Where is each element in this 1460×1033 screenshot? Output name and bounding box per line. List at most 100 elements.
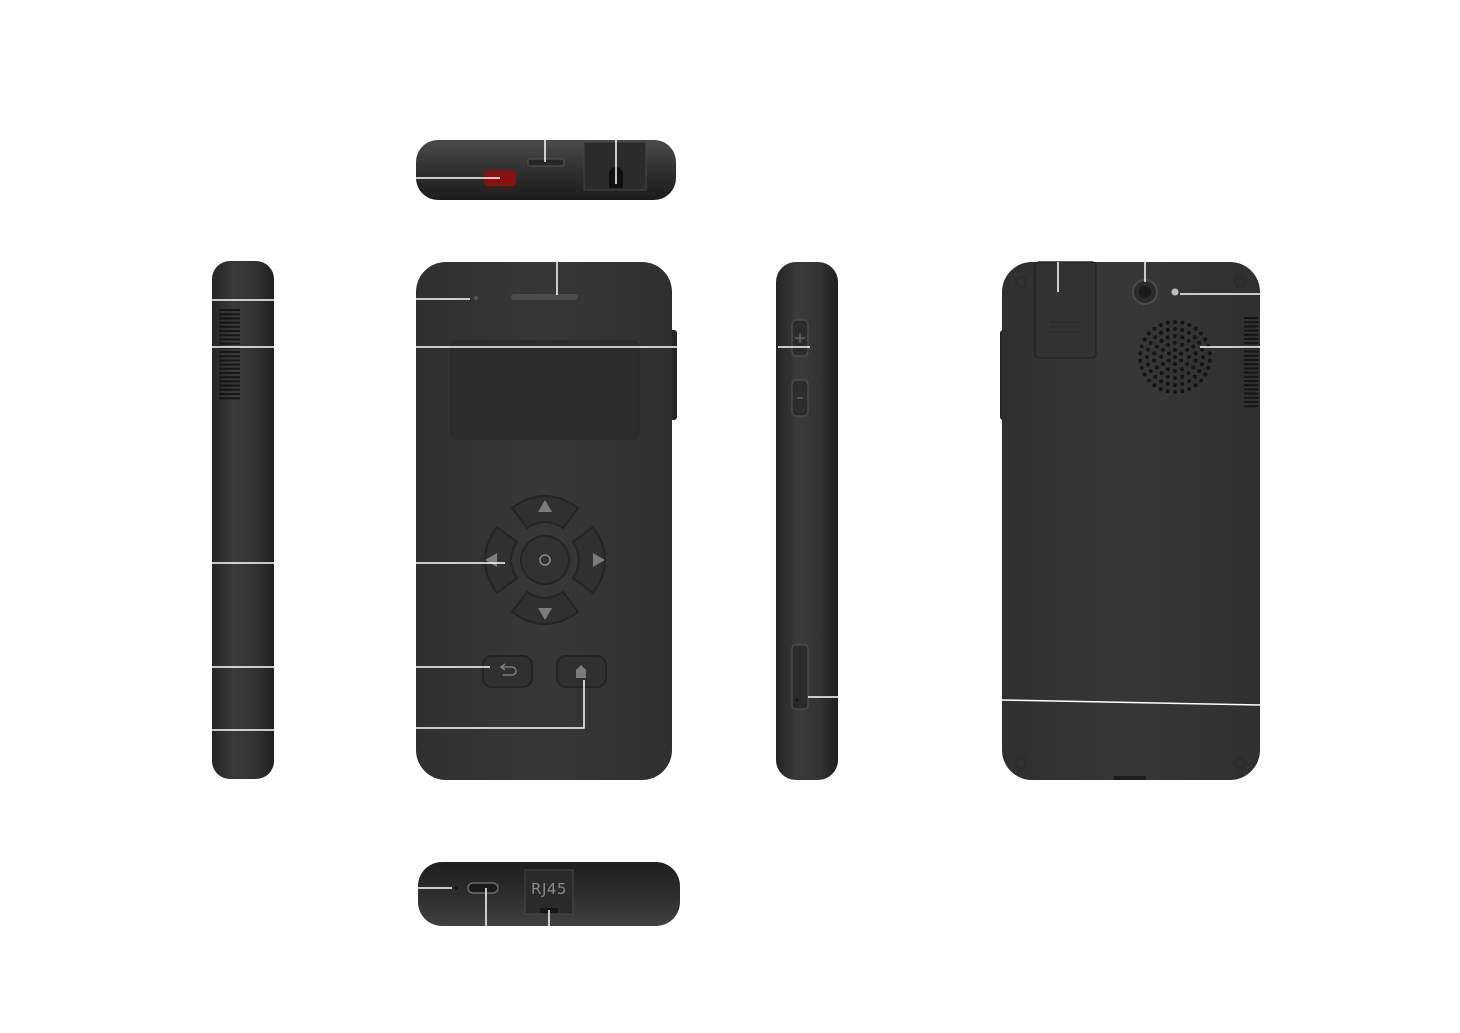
speaker-hole	[1207, 351, 1212, 356]
speaker-grille-left	[219, 309, 240, 400]
microphone-hole	[454, 886, 458, 890]
battery-cover-ridges	[1050, 321, 1080, 333]
speaker-hole	[1146, 362, 1150, 367]
speaker-hole	[1187, 379, 1191, 384]
speaker-hole	[1185, 362, 1190, 366]
dpad-right-key	[571, 525, 606, 595]
speaker-hole	[1180, 335, 1185, 340]
speaker-hole	[1147, 378, 1151, 383]
speaker-hole	[1166, 367, 1170, 372]
speaker-hole	[1179, 358, 1184, 363]
speaker-hole	[1185, 348, 1190, 352]
flash-led	[1170, 287, 1180, 297]
speaker-hole	[1207, 358, 1212, 363]
arrow-down-icon	[538, 608, 552, 620]
speaker-hole	[1142, 372, 1147, 377]
speaker-hole	[1138, 358, 1143, 363]
leader-line	[1001, 699, 1261, 706]
speaker-hole	[1180, 320, 1185, 325]
speaker-hole	[1180, 367, 1184, 372]
speaker-hole	[1197, 369, 1202, 373]
speaker-hole	[1187, 355, 1191, 359]
speaker-hole	[1165, 382, 1170, 386]
speaker-hole	[1192, 335, 1197, 340]
screw-hole	[1015, 757, 1027, 769]
battery-cover-tab	[1034, 261, 1097, 359]
speaker-hole	[1153, 374, 1158, 379]
speaker-hole	[1142, 337, 1147, 342]
speaker-hole	[1173, 327, 1177, 331]
speaker-hole	[1199, 378, 1203, 383]
speaker-hole	[1187, 387, 1192, 391]
top-slot	[527, 158, 565, 167]
speaker-hole	[1160, 348, 1165, 352]
dpad-down-key	[510, 590, 580, 625]
speaker-hole	[1159, 371, 1164, 376]
speaker-hole	[1173, 355, 1177, 359]
speaker-hole	[1200, 362, 1204, 367]
speaker-hole	[1165, 328, 1170, 332]
speaker-hole	[1180, 342, 1184, 347]
earpiece-slot	[511, 294, 578, 300]
speaker-hole	[1173, 390, 1177, 394]
dpad-center-key	[520, 535, 570, 585]
speaker-hole	[1180, 374, 1185, 379]
speaker-hole	[1193, 383, 1198, 388]
speaker-hole	[1159, 330, 1163, 335]
speaker-hole	[1165, 320, 1170, 325]
speaker-hole	[1192, 374, 1197, 379]
speaker-hole	[1180, 328, 1185, 332]
back-arrow-icon	[499, 663, 517, 676]
speaker-hole	[1197, 341, 1202, 345]
back-view	[1000, 261, 1261, 780]
speaker-hole	[1173, 320, 1177, 324]
speaker-hole	[1139, 365, 1144, 370]
back-body	[1002, 262, 1260, 780]
speaker-hole	[1152, 383, 1157, 388]
speaker-hole	[1187, 323, 1192, 327]
speaker-hole	[1165, 374, 1170, 379]
card-slot-eject-hole	[795, 698, 799, 702]
dpad	[484, 495, 606, 625]
front-view	[416, 262, 677, 780]
speaker-hole	[1159, 338, 1164, 343]
card-slot	[791, 644, 809, 710]
speaker-hole	[1180, 389, 1185, 394]
rj45-label: RJ45	[531, 880, 567, 898]
speaker-hole	[1147, 331, 1151, 336]
speaker-hole	[1191, 365, 1196, 370]
bottom-view: RJ45	[418, 862, 680, 926]
speaker-hole	[1193, 326, 1198, 331]
speaker-hole	[1203, 337, 1208, 342]
rj45-panel	[524, 869, 574, 915]
speaker-grille-right-edge	[1244, 317, 1258, 408]
speaker-hole	[1201, 355, 1205, 359]
right-side-view	[776, 262, 838, 780]
speaker-hole	[1152, 358, 1157, 363]
speaker-hole	[1148, 341, 1153, 345]
front-indicator-led	[474, 296, 478, 300]
speaker-hole	[1173, 369, 1177, 373]
speaker-hole	[1154, 344, 1159, 349]
screw-hole	[1234, 276, 1246, 288]
screw-hole	[1234, 757, 1246, 769]
speaker-hole	[1159, 379, 1163, 384]
speaker-hole	[1173, 383, 1177, 387]
speaker-hole	[1158, 323, 1163, 327]
speaker-hole	[1180, 382, 1185, 386]
speaker-hole	[1166, 351, 1171, 356]
speaker-hole	[1193, 351, 1198, 356]
display-screen	[450, 340, 640, 440]
speaker-hole	[1152, 326, 1157, 331]
speaker-hole	[1173, 334, 1177, 338]
usb-c-port	[467, 882, 499, 894]
leader-line	[416, 680, 585, 729]
speaker-hole	[1173, 341, 1177, 345]
speaker-hole	[1153, 335, 1158, 340]
back-key	[482, 655, 533, 688]
screw-hole	[1015, 276, 1027, 288]
speaker-hole	[1166, 342, 1170, 347]
speaker-hole	[1138, 351, 1143, 356]
speaker-hole	[1200, 347, 1204, 352]
top-view	[416, 140, 676, 200]
